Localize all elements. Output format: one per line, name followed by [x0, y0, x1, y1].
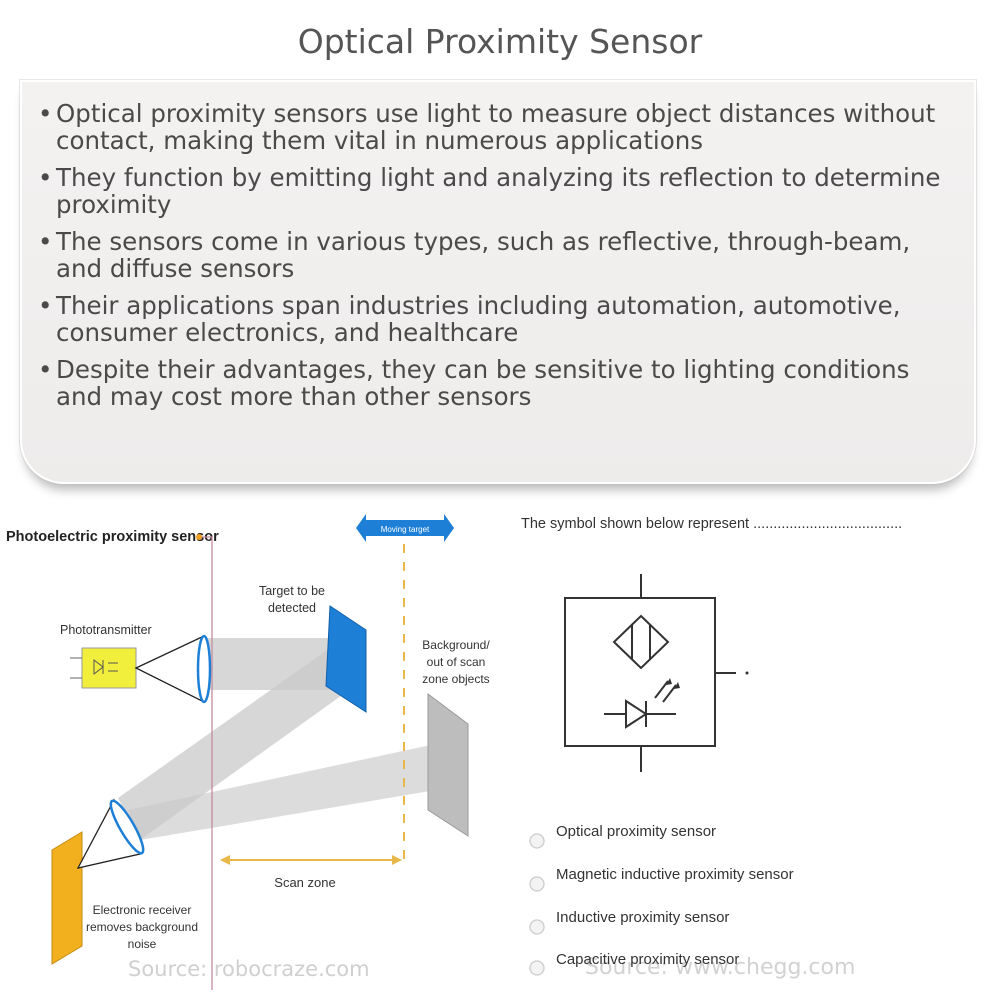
transmitter-cone: [134, 634, 205, 704]
phototransmitter-label: Phototransmitter: [60, 623, 152, 637]
light-arrow-icon: [666, 678, 672, 685]
summary-card: Optical proximity sensors use light to m…: [20, 80, 976, 484]
optical-sensor-symbol: [564, 574, 736, 772]
background-label: Background/: [422, 638, 490, 652]
scan-zone-arrowhead: [392, 855, 402, 865]
background-label: zone objects: [422, 672, 489, 686]
moving-target-arrow: [356, 514, 454, 542]
receiver-label: noise: [128, 937, 157, 951]
bullet-item: Their applications span industries inclu…: [38, 292, 954, 346]
option-radio[interactable]: [529, 833, 545, 849]
background-label: out of scan: [427, 655, 486, 669]
option-radio[interactable]: [529, 876, 545, 892]
light-arrow-icon: [674, 682, 680, 689]
option-label: Magnetic inductive proximity sensor: [556, 866, 794, 883]
transmitter-led-icon: [93, 658, 118, 676]
background-beam: [128, 743, 448, 840]
transmitter-box: [81, 647, 137, 689]
option-label: Capacitive proximity sensor: [556, 951, 739, 968]
option-label: Inductive proximity sensor: [556, 909, 729, 926]
reflected-beam: [118, 648, 352, 840]
diagram-heading: Photoelectric proximity sensor: [6, 529, 219, 545]
symbol-terminal-dot: [745, 671, 749, 675]
option-label: Optical proximity sensor: [556, 823, 716, 840]
page-title: Optical Proximity Sensor: [297, 22, 703, 61]
option-radio[interactable]: [529, 919, 545, 935]
right-source: Source: www.chegg.com: [585, 955, 855, 980]
moving-target-label: Moving target: [381, 525, 430, 534]
heading-dot: [196, 534, 202, 540]
background-panel: [427, 693, 469, 837]
bullet-list: Optical proximity sensors use light to m…: [22, 82, 974, 410]
option-item[interactable]: Capacitive proximity sensor: [529, 951, 739, 976]
scan-zone-label: Scan zone: [274, 875, 335, 890]
option-radio[interactable]: [529, 960, 545, 976]
target-panel: [325, 605, 367, 713]
option-item[interactable]: Magnetic inductive proximity sensor: [529, 866, 794, 892]
target-label: detected: [268, 601, 316, 615]
photoelectric-diagram-svg: Photoelectric proximity sensor Moving ta…: [6, 514, 490, 990]
receiver-label: Electronic receiver: [93, 903, 192, 917]
bullet-item: Optical proximity sensors use light to m…: [38, 100, 954, 154]
quiz-figure: The symbol shown below represent .......…: [510, 498, 1000, 998]
photoelectric-diagram: Photoelectric proximity sensor Moving ta…: [0, 498, 510, 998]
receiver-label: removes background: [86, 920, 198, 934]
bullet-item: They function by emitting light and anal…: [38, 164, 954, 218]
target-label: Target to be: [259, 584, 325, 598]
quiz-figure-svg: The symbol shown below represent .......…: [521, 516, 902, 980]
bullet-item: The sensors come in various types, such …: [38, 228, 954, 282]
receiver-lens: [109, 799, 145, 855]
quiz-question: The symbol shown below represent .......…: [521, 516, 902, 532]
receiver-panel: [51, 831, 83, 965]
pink-bracket-line: [202, 536, 213, 990]
left-source: Source: robocraze.com: [128, 957, 370, 981]
transmitter-lens: [196, 634, 212, 704]
bullet-item: Despite their advantages, they can be se…: [38, 356, 954, 410]
option-item[interactable]: Inductive proximity sensor: [529, 909, 729, 935]
option-item[interactable]: Optical proximity sensor: [529, 823, 716, 849]
scan-zone-arrowhead: [220, 855, 230, 865]
